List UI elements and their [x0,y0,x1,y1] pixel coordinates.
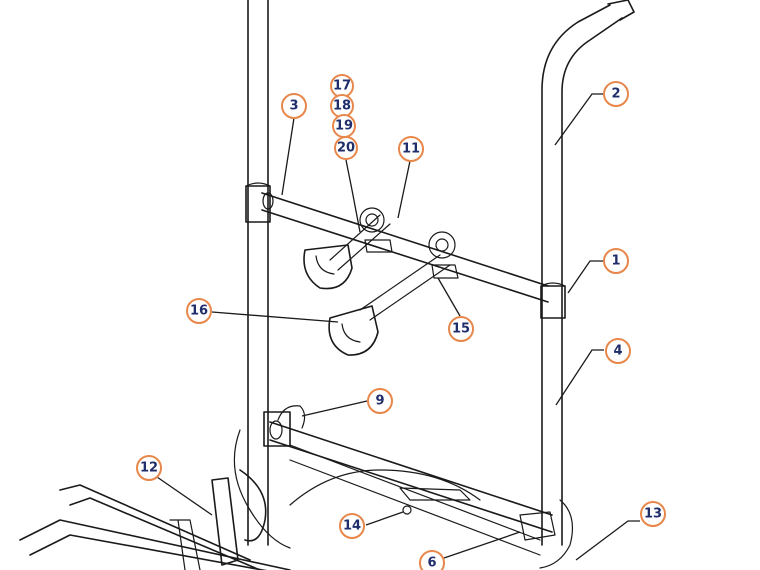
leader-lines [156,93,640,561]
callout-18: 18 [330,94,354,118]
callout-13: 13 [640,501,666,527]
callout-12-label: 12 [140,461,158,476]
callout-6-label: 6 [427,556,436,570]
callout-17: 17 [330,74,354,98]
callout-1: 1 [603,248,629,274]
callout-20: 20 [334,136,358,160]
callout-11-label: 11 [402,142,420,157]
callout-1-label: 1 [611,254,620,269]
callout-17-label: 17 [333,79,351,94]
callout-13-label: 13 [644,507,662,522]
callout-16-label: 16 [190,304,208,319]
callout-2-label: 2 [611,87,620,102]
callout-19: 19 [332,114,356,138]
callout-14: 14 [339,513,365,539]
callout-4-label: 4 [613,344,622,359]
callout-2: 2 [603,81,629,107]
callout-9: 9 [367,388,393,414]
callout-3-label: 3 [289,99,298,114]
callout-12: 12 [136,455,162,481]
callout-9-label: 9 [375,394,384,409]
rack-frame [19,0,635,570]
callouts: 1 2 3 4 6 9 11 12 [136,74,666,570]
callout-14-label: 14 [343,519,361,534]
callout-16: 16 [186,298,212,324]
callout-19-label: 19 [335,119,353,134]
callout-20-label: 20 [337,141,355,156]
callout-6: 6 [419,550,445,570]
callout-11: 11 [398,136,424,162]
callout-15: 15 [448,316,474,342]
callout-3: 3 [281,93,307,119]
callout-15-label: 15 [452,322,470,337]
callout-4: 4 [605,338,631,364]
callout-18-label: 18 [333,99,351,114]
